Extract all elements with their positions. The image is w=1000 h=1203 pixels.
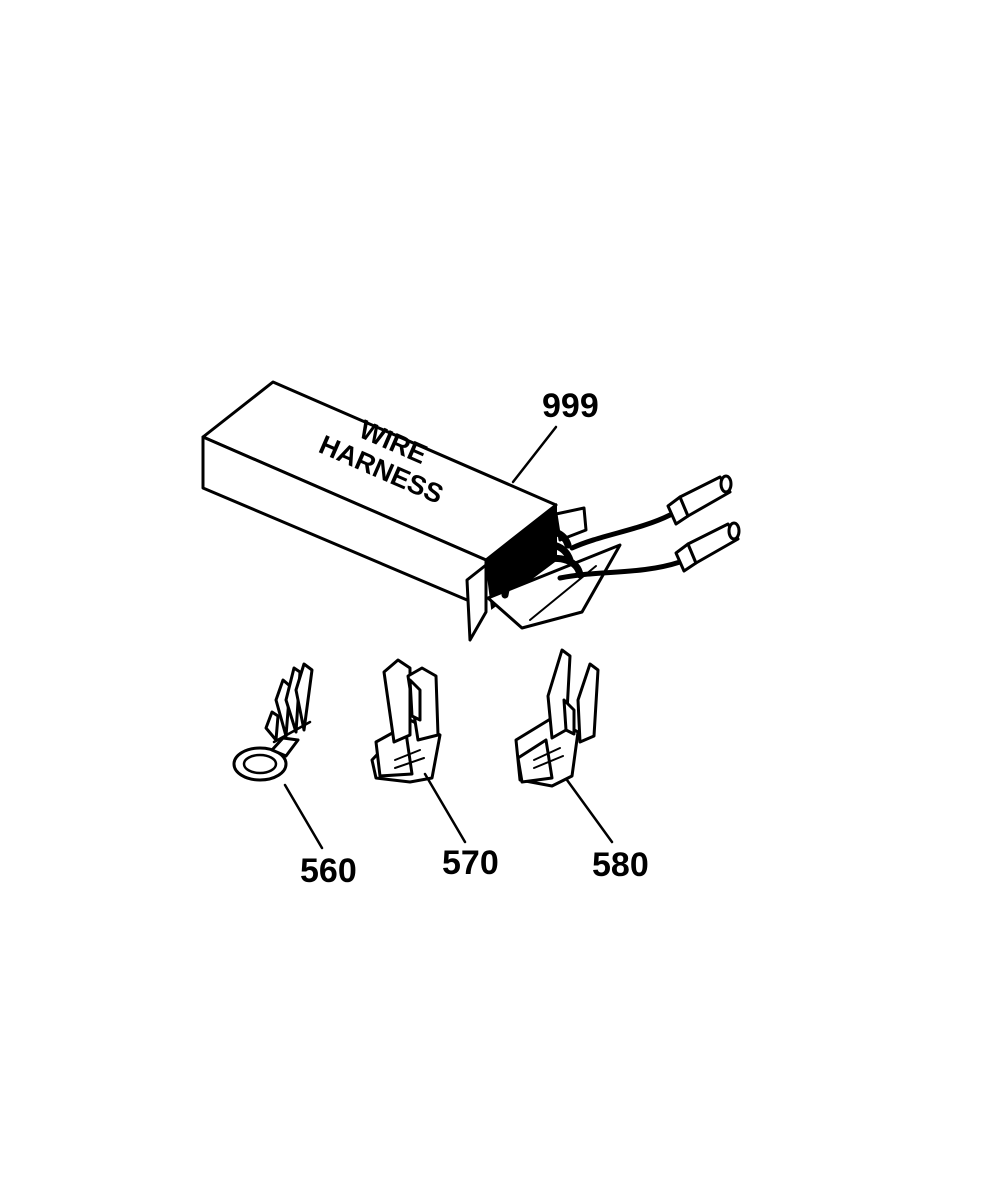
- leader-570: [423, 772, 467, 844]
- callout-560: 560: [300, 852, 357, 890]
- wire-harness-box: WIRE HARNESS: [201, 380, 741, 642]
- female-terminal-570: [370, 658, 442, 784]
- wire-lead-upper: [569, 512, 673, 551]
- leader-560: [283, 783, 324, 850]
- callout-999: 999: [542, 387, 599, 425]
- wire-lead-lower: [557, 559, 683, 581]
- wire-coil: [491, 527, 584, 599]
- wire-terminal-lower: [674, 521, 741, 573]
- box-flap-left: [465, 563, 488, 642]
- leader-580: [565, 778, 614, 844]
- female-terminal-580: [514, 648, 600, 788]
- callout-570: 570: [442, 844, 499, 882]
- leader-999: [511, 425, 558, 484]
- wire-terminal-upper: [666, 474, 733, 526]
- callout-580: 580: [592, 846, 649, 884]
- ring-terminal: [232, 662, 314, 782]
